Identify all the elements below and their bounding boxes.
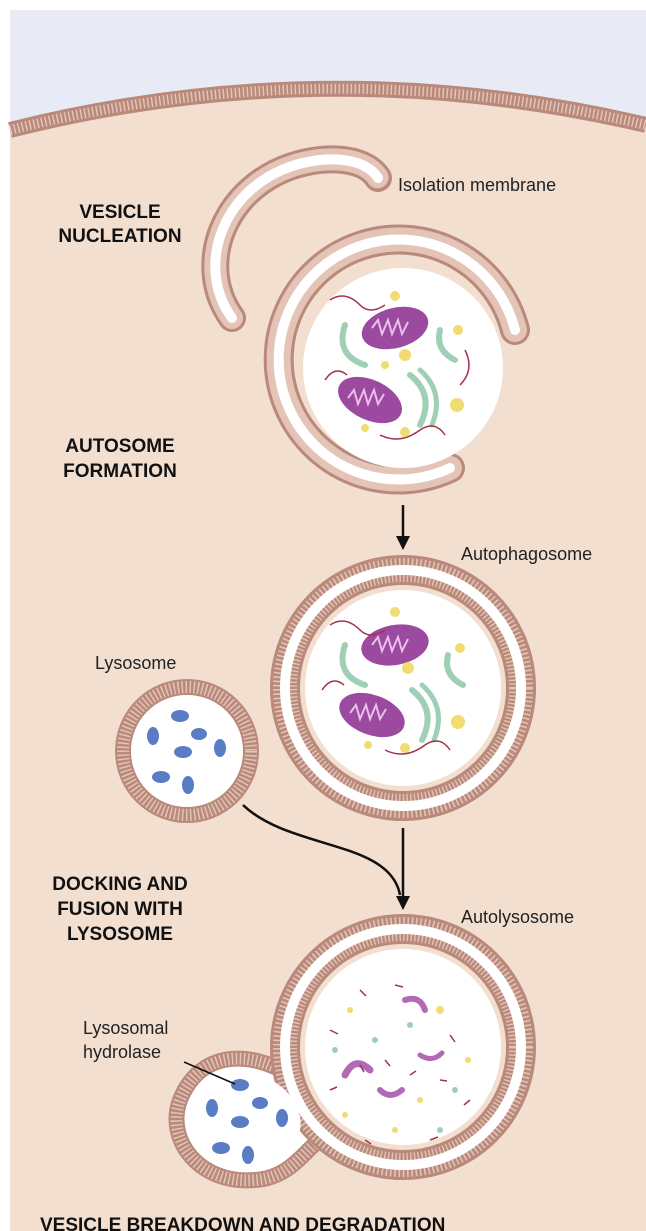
autolysosome: [168, 914, 536, 1189]
label-lysosome: Lysosome: [95, 653, 176, 673]
er-fragment: [436, 327, 458, 363]
step-label-docking-2: FUSION WITH: [57, 899, 183, 920]
plasma-membrane-texture: [8, 83, 646, 135]
ribosome: [381, 361, 389, 369]
er-fragment: [407, 372, 429, 428]
rna-strand: [329, 295, 386, 311]
er-fragment: [417, 367, 439, 428]
hydrolase-pointer: [183, 1061, 236, 1085]
ribosome: [453, 325, 463, 335]
autosome-contents: [324, 291, 470, 440]
isolation-membrane: [201, 145, 392, 332]
mitochondrion-cristae: [371, 317, 409, 337]
rna-strand: [379, 425, 446, 440]
er-fragment: [409, 687, 431, 743]
step-label-vesicle-nucleation-1: VESICLE: [79, 202, 160, 223]
step-label-breakdown: VESICLE BREAKDOWN AND DEGRADATION: [40, 1215, 445, 1231]
er-fragment: [339, 642, 368, 688]
rna-strand: [321, 680, 345, 691]
ribosome: [399, 349, 411, 361]
autophagosome: [270, 555, 536, 821]
mitochondrion-cristae: [371, 634, 409, 654]
step-label-autosome-formation-2: FORMATION: [63, 461, 177, 482]
step-label-docking-3: LYSOSOME: [67, 924, 173, 945]
fusion-arrows: [242, 804, 410, 910]
ribosome: [402, 662, 414, 674]
label-autolysosome: Autolysosome: [461, 907, 574, 927]
lysosome-hydrolases: [147, 710, 226, 794]
ribosome: [390, 607, 400, 617]
label-lysosomal-hydrolase-1: Lysosomal: [83, 1018, 168, 1038]
step-label-vesicle-nucleation-2: NUCLEATION: [58, 226, 181, 247]
ribosome: [364, 741, 372, 749]
arrow-down-1: [396, 505, 410, 550]
ribosome: [450, 398, 464, 412]
ribosome: [361, 424, 369, 432]
rna-strand: [324, 370, 348, 381]
er-fragment: [339, 322, 368, 368]
autolysosome-hydrolases: [206, 1079, 288, 1164]
er-fragment: [419, 682, 441, 743]
mitochondrion-cristae: [349, 702, 387, 722]
er-fragment: [444, 652, 466, 688]
ribosome: [455, 643, 465, 653]
label-lysosomal-hydrolase-2: hydrolase: [83, 1042, 161, 1062]
ribosome: [400, 743, 410, 753]
ribosome: [390, 291, 400, 301]
label-autophagosome: Autophagosome: [461, 544, 592, 564]
autophagosome-contents: [321, 607, 466, 755]
ribosome: [451, 715, 465, 729]
step-label-docking-1: DOCKING AND: [52, 874, 187, 895]
degraded-fragments: [329, 984, 471, 1145]
ribosome: [400, 427, 410, 437]
step-label-autosome-formation-1: AUTOSOME: [65, 436, 174, 457]
rna-strand: [384, 740, 451, 755]
label-isolation-membrane: Isolation membrane: [398, 175, 556, 195]
rna-strand: [329, 620, 386, 636]
lysosome: [115, 679, 259, 823]
mitochondrion-cristae: [347, 387, 385, 407]
rna-strand: [459, 349, 470, 386]
forming-autosome: [263, 224, 530, 495]
